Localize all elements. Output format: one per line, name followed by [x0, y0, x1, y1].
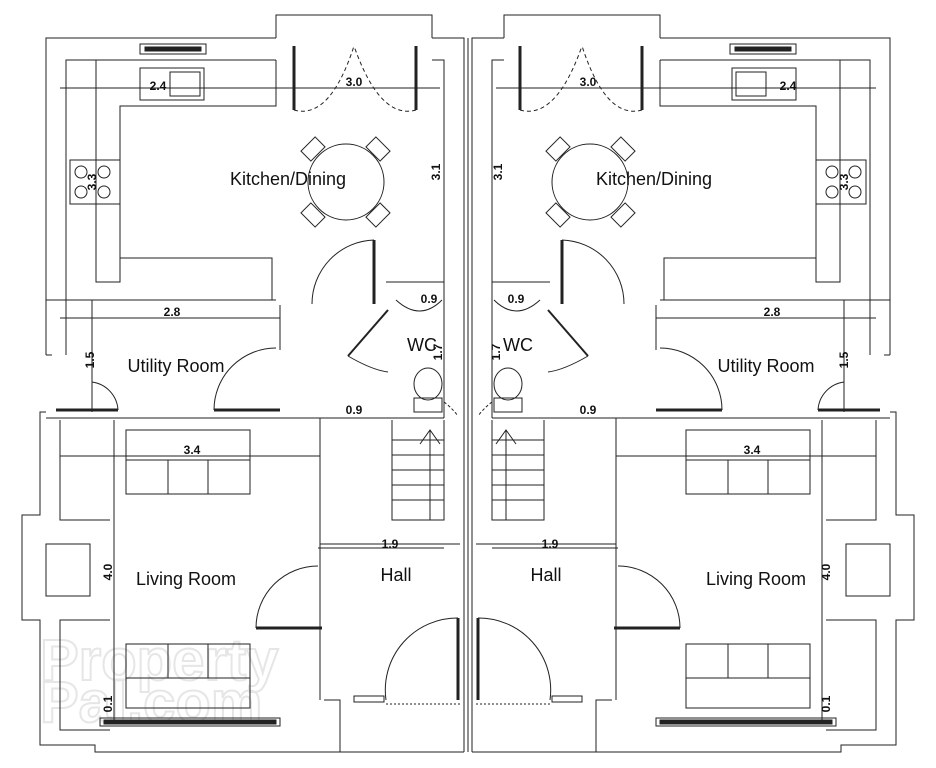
dim-hob-right: 3.3: [837, 173, 851, 190]
dim-utility-width-right: 2.8: [764, 305, 781, 319]
unit-right: [471, 14, 915, 753]
kitchen-doors-left: [292, 45, 418, 305]
dim-basin-right: 0.9: [508, 292, 525, 306]
hall-walls-left: [255, 418, 460, 752]
dim-utility-width-left: 2.8: [164, 305, 181, 319]
room-label-hall-left: Hall: [380, 565, 411, 585]
dim-door-gap-left: 0.9: [346, 403, 363, 417]
dim-hall-width-left: 1.9: [382, 537, 399, 551]
dim-door-gap-right: 0.9: [580, 403, 597, 417]
watermark-line1: Property: [40, 628, 279, 693]
wc-left: [347, 281, 459, 417]
room-labels-right: Kitchen/Dining Utility Room Living Room …: [503, 169, 815, 589]
dim-wc-depth-right: 1.7: [489, 343, 503, 360]
dim-kitchen-depth-right: 3.1: [491, 163, 505, 180]
dim-utility-depth-left: 1.5: [83, 351, 97, 368]
dim-utility-depth-right: 1.5: [837, 351, 851, 368]
dim-living-width-right: 3.4: [744, 443, 761, 457]
utility-walls-left: [46, 299, 444, 419]
dimension-labels-left: 2.4 3.3 3.0 3.1 0.9 2.8 1.5 1.7 0.9 3.4 …: [83, 75, 445, 712]
room-label-living-left: Living Room: [136, 569, 236, 589]
watermark: Property Pal.com: [39, 627, 280, 736]
dim-sink-right: 2.4: [780, 79, 797, 93]
hall-walls-right: [476, 418, 681, 752]
dim-hall-width-right: 1.9: [542, 537, 559, 551]
watermark-line2: Pal.com: [40, 670, 262, 735]
living-furniture-right: [685, 429, 891, 709]
stairs-left: [391, 420, 445, 521]
dimension-lines-left: [60, 87, 460, 720]
dim-kitchen-width-left: 3.0: [346, 75, 363, 89]
room-label-hall-right: Hall: [530, 565, 561, 585]
living-furniture-left: [45, 429, 251, 709]
dim-bay-right: 0.1: [819, 695, 833, 712]
room-label-wc-right: WC: [503, 335, 533, 355]
wc-right: [477, 281, 589, 417]
dim-hob-left: 3.3: [85, 173, 99, 190]
dining-table-right: [545, 136, 636, 228]
dimension-labels-right: 2.4 3.3 3.0 3.1 0.9 2.8 1.5 1.7 0.9 3.4 …: [489, 75, 851, 712]
room-label-wc-left: WC: [407, 335, 437, 355]
windows-left: [99, 43, 281, 727]
kitchen-doors-right: [518, 45, 644, 305]
dim-wc-depth-left: 1.7: [431, 343, 445, 360]
dining-table-left: [300, 136, 391, 228]
room-label-utility-left: Utility Room: [127, 356, 224, 376]
dim-living-depth-left: 4.0: [101, 563, 115, 580]
dim-living-width-left: 3.4: [184, 443, 201, 457]
dim-kitchen-width-right: 3.0: [580, 75, 597, 89]
dim-bay-left: 0.1: [101, 695, 115, 712]
room-label-utility-right: Utility Room: [717, 356, 814, 376]
dim-basin-left: 0.9: [421, 292, 438, 306]
room-label-living-right: Living Room: [706, 569, 806, 589]
unit-left: [21, 14, 465, 753]
dim-kitchen-depth-left: 3.1: [429, 163, 443, 180]
dimension-lines-right: [476, 87, 876, 720]
exterior-walls-right: [471, 14, 915, 753]
room-labels-left: Kitchen/Dining Utility Room Living Room …: [127, 169, 437, 589]
stairs-right: [491, 420, 545, 521]
utility-walls-right: [492, 299, 890, 419]
dim-sink-left: 2.4: [150, 79, 167, 93]
exterior-walls-left: [21, 14, 465, 753]
room-label-kitchen-left: Kitchen/Dining: [230, 169, 346, 189]
windows-right: [655, 43, 837, 727]
room-label-kitchen-right: Kitchen/Dining: [596, 169, 712, 189]
dim-living-depth-right: 4.0: [819, 563, 833, 580]
